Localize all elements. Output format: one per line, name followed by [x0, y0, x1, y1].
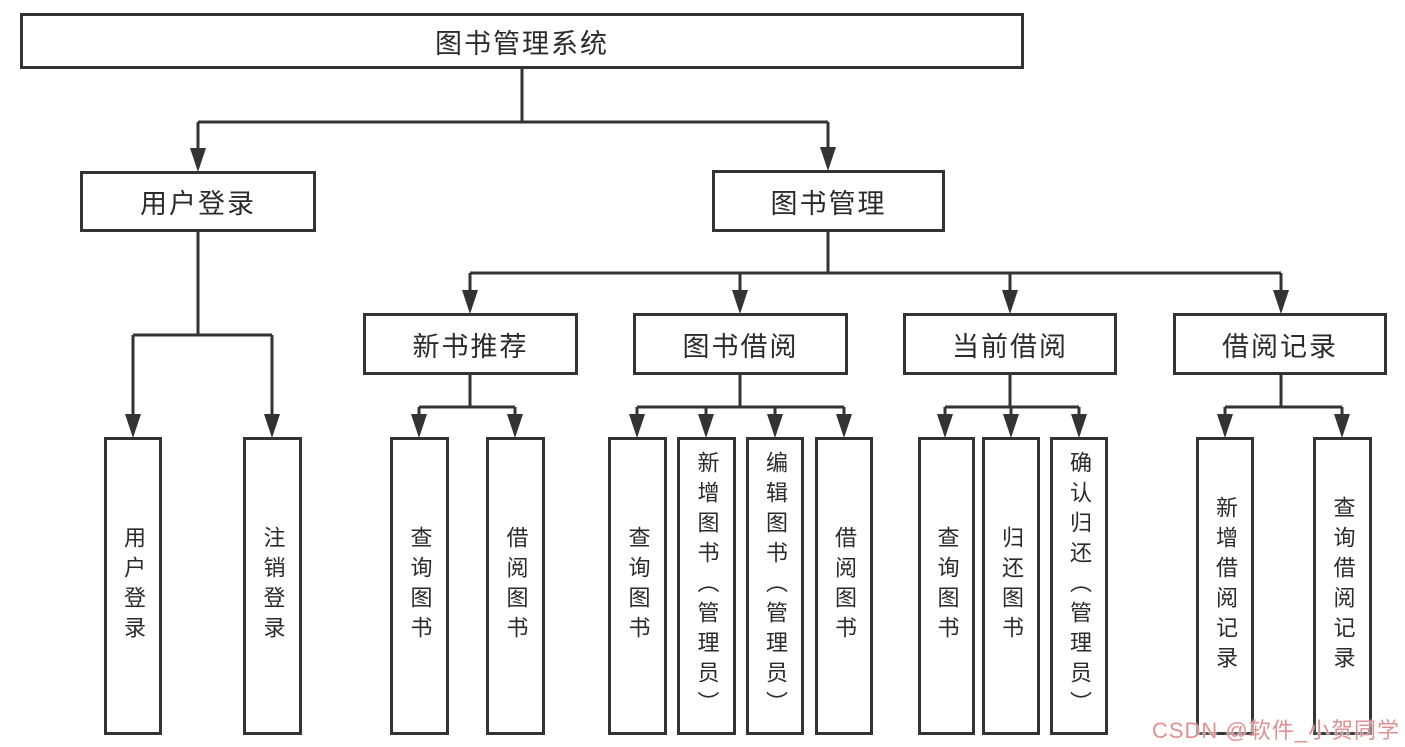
node-new-book-recommendation-label: 新书推荐: [412, 331, 529, 362]
leaf-query-books-current: 查询图书: [918, 437, 975, 735]
arrowhead-icon: [1002, 290, 1018, 314]
leaf-user-login-label: 用户登录: [121, 526, 146, 646]
node-user-login: 用户登录: [80, 171, 316, 232]
leaf-confirm-return-admin-label: 确认归还（管理员）: [1067, 451, 1092, 721]
node-borrowing-records: 借阅记录: [1173, 313, 1387, 375]
leaf-borrow-books-label: 借阅图书: [832, 526, 857, 646]
leaf-query-books-borrowing: 查询图书: [608, 437, 667, 735]
node-current-borrowing: 当前借阅: [903, 313, 1117, 375]
leaf-borrow-books-recommend: 借阅图书: [486, 437, 545, 735]
leaf-query-books-borrowing-label: 查询图书: [625, 526, 651, 646]
arrowhead-icon: [462, 290, 478, 314]
leaf-return-books-label: 归还图书: [999, 526, 1024, 646]
leaf-query-borrow-record-label: 查询借阅记录: [1330, 496, 1356, 676]
arrowhead-icon: [820, 147, 836, 171]
leaf-confirm-return-admin: 确认归还（管理员）: [1050, 437, 1108, 735]
leaf-add-borrow-record: 新增借阅记录: [1196, 437, 1254, 735]
node-current-borrowing-label: 当前借阅: [952, 331, 1068, 362]
arrowhead-icon: [264, 414, 280, 438]
leaf-logout: 注销登录: [243, 437, 302, 735]
node-book-management-label: 图书管理: [770, 188, 887, 219]
leaf-logout-label: 注销登录: [260, 526, 286, 646]
arrowhead-icon: [732, 290, 748, 314]
leaf-add-books-admin: 新增图书（管理员）: [677, 437, 736, 735]
arrowhead-icon: [125, 414, 141, 438]
leaf-add-borrow-record-label: 新增借阅记录: [1213, 496, 1238, 676]
leaf-query-books-current-label: 查询图书: [934, 526, 960, 646]
leaf-query-books-recommend: 查询图书: [390, 437, 449, 735]
watermark: CSDN @软件_小贺同学: [1151, 718, 1400, 743]
arrowheads: [125, 147, 1350, 438]
arrowhead-icon: [629, 414, 645, 438]
node-book-management: 图书管理: [712, 170, 945, 232]
leaf-edit-books-admin: 编辑图书（管理员）: [746, 437, 804, 735]
arrowhead-icon: [1217, 414, 1233, 438]
node-book-borrowing: 图书借阅: [633, 313, 848, 375]
node-user-login-label: 用户登录: [140, 189, 256, 219]
arrowhead-icon: [836, 414, 852, 438]
connector-lines: [131, 69, 1344, 434]
node-root-label: 图书管理系统: [435, 28, 609, 59]
leaf-add-books-admin-label: 新增图书（管理员）: [694, 451, 720, 721]
node-new-book-recommendation: 新书推荐: [363, 313, 578, 375]
arrowhead-icon: [507, 414, 523, 438]
leaf-query-borrow-record: 查询借阅记录: [1313, 437, 1372, 735]
node-borrowing-records-label: 借阅记录: [1222, 331, 1338, 362]
arrowhead-icon: [411, 414, 427, 438]
node-root: 图书管理系统: [20, 13, 1024, 69]
leaf-borrow-books: 借阅图书: [815, 437, 873, 735]
arrowhead-icon: [937, 414, 953, 438]
leaf-user-login: 用户登录: [104, 437, 162, 735]
arrowhead-icon: [1273, 290, 1289, 314]
leaf-query-books-recommend-label: 查询图书: [407, 526, 433, 646]
leaf-return-books: 归还图书: [982, 437, 1040, 735]
leaf-borrow-books-recommend-label: 借阅图书: [503, 526, 529, 646]
arrowhead-icon: [1003, 414, 1019, 438]
node-book-borrowing-label: 图书借阅: [682, 331, 799, 362]
arrowhead-icon: [767, 414, 783, 438]
arrowhead-icon: [1334, 414, 1350, 438]
arrowhead-icon: [1071, 414, 1087, 438]
arrowhead-icon: [698, 414, 714, 438]
leaf-edit-books-admin-label: 编辑图书（管理员）: [763, 451, 788, 721]
arrowhead-icon: [190, 148, 206, 172]
